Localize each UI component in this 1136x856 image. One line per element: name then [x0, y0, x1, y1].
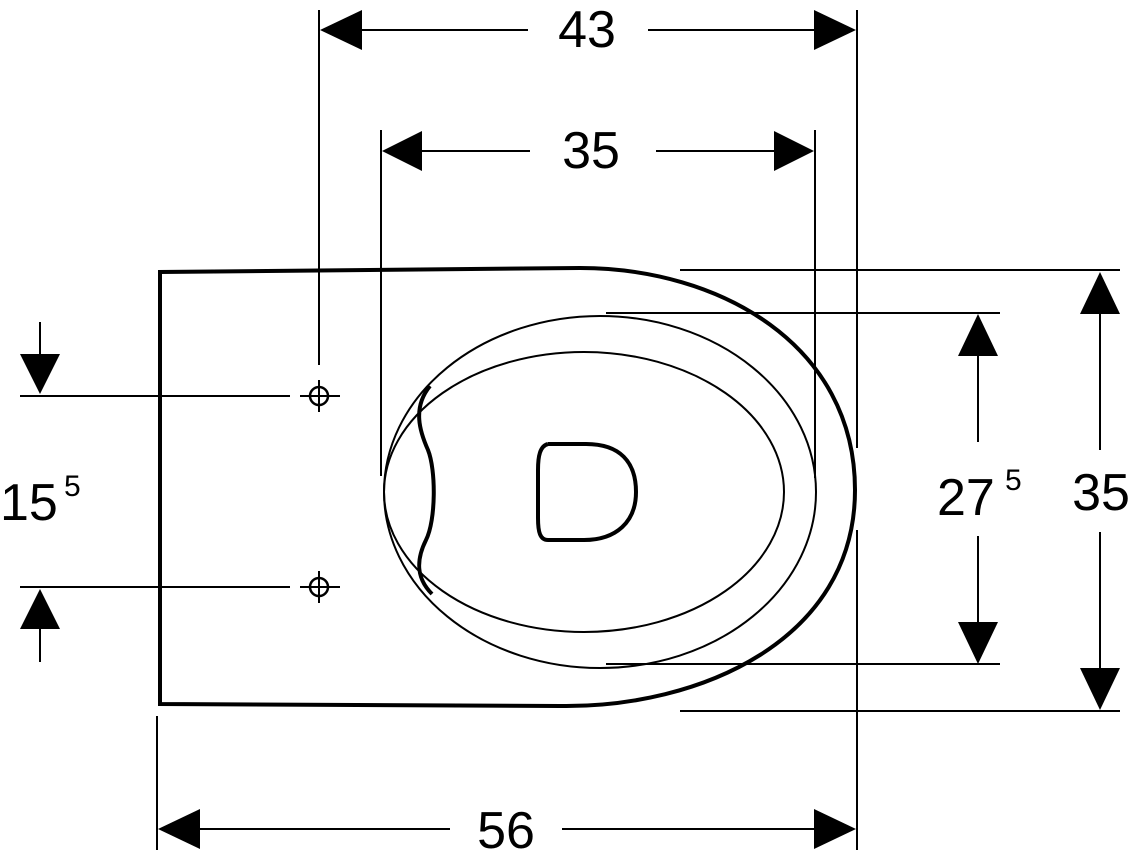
dimension-label-35-inner: 35	[562, 122, 620, 180]
arrowhead-icon	[1080, 668, 1120, 710]
arrowhead-icon	[958, 622, 998, 664]
bowl-front-edge	[417, 384, 436, 596]
arrowhead-icon	[320, 10, 362, 50]
arrowhead-icon	[814, 809, 856, 849]
dimension-label-27-5: 27	[937, 469, 995, 527]
arrowhead-icon	[382, 131, 422, 171]
dimension-label-15-5-sup: 5	[64, 470, 81, 503]
dimension-label-56: 56	[477, 802, 535, 856]
fixing-hole-icon	[300, 571, 340, 603]
arrowhead-icon	[774, 131, 814, 171]
arrowhead-icon	[1080, 272, 1120, 314]
dimension-label-35-height: 35	[1072, 464, 1130, 522]
dimension-label-27-5-base: 27	[937, 469, 995, 527]
toilet-body-outline	[158, 265, 858, 709]
arrowhead-icon	[158, 809, 200, 849]
arrowhead-icon	[20, 354, 60, 394]
dimension-label-27-5-sup: 5	[1005, 464, 1022, 497]
dimension-label-15-5: 15	[0, 474, 58, 532]
arrowhead-icon	[814, 10, 856, 50]
drain-outlet-left	[536, 442, 549, 542]
dimension-label-43: 43	[558, 1, 616, 59]
bowl-rim-outer	[383, 315, 817, 669]
drain-outlet	[548, 442, 639, 542]
arrowhead-icon	[20, 589, 60, 629]
dimension-label-15-5-base: 15	[0, 474, 58, 532]
fixing-hole-icon	[300, 380, 340, 412]
arrowhead-icon	[958, 314, 998, 356]
bowl-rim-inner	[383, 351, 785, 633]
